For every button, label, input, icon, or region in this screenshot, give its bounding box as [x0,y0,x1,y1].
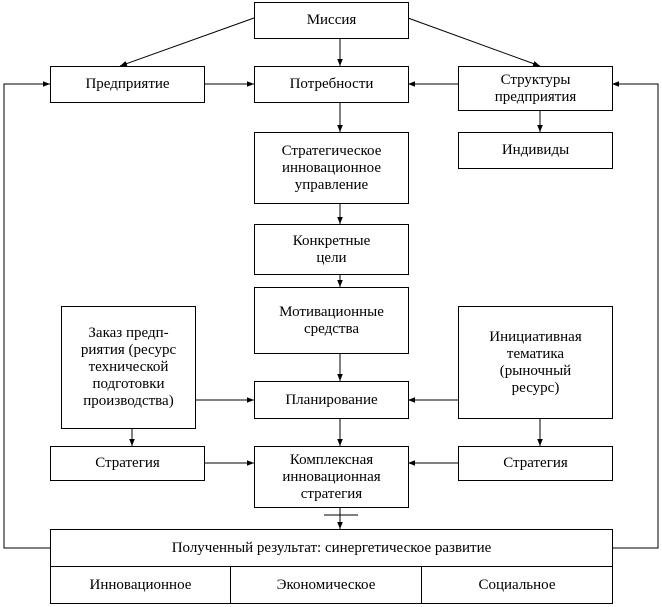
feedback-left [3,81,50,549]
label-enterprise-order: Заказ предп- риятия (ресурс технической … [80,325,177,409]
label-result: Полученный результат: синергетическое ра… [171,539,492,556]
label-complex-strategy: Комплексная инновационная стратегия [282,451,381,502]
box-planning: Планирование [254,381,409,419]
box-social: Социальное [421,566,613,604]
label-enterprise: Предприятие [85,76,170,92]
arrow-mission-structures [407,17,541,67]
box-individuals: Индивиды [458,132,613,169]
arrow-mission-enterprise [119,17,255,67]
label-strategic-management: Стратегическое инновационное управление [281,142,382,193]
label-structures: Структуры предприятия [494,71,577,105]
label-motivational-means: Мотивационные средства [279,303,384,337]
box-result: Полученный результат: синергетическое ра… [50,529,613,567]
label-strategy-left: Стратегия [95,455,160,471]
feedback-right [612,81,659,549]
box-economic: Экономическое [230,566,422,604]
box-needs: Потребности [254,66,409,103]
box-motivational-means: Мотивационные средства [254,287,409,354]
label-economic: Экономическое [276,576,376,593]
box-strategic-management: Стратегическое инновационное управление [254,132,409,204]
label-initiative-topics: Инициативная тематика (рыночный ресурс) [489,328,582,396]
box-complex-strategy: Комплексная инновационная стратегия [254,446,409,508]
box-enterprise: Предприятие [50,66,205,103]
box-structures: Структуры предприятия [458,66,613,111]
box-strategy-left: Стратегия [50,446,205,481]
box-initiative-topics: Инициативная тематика (рыночный ресурс) [458,306,613,419]
box-mission: Миссия [254,2,409,39]
label-needs: Потребности [289,76,374,92]
label-innovative: Инновационное [89,576,192,593]
label-planning: Планирование [285,391,378,408]
box-specific-goals: Конкретные цели [254,224,409,275]
label-mission: Миссия [306,12,357,28]
label-strategy-right: Стратегия [503,455,568,471]
box-strategy-right: Стратегия [458,446,613,481]
label-social: Социальное [478,576,556,593]
label-specific-goals: Конкретные цели [292,232,371,266]
box-innovative: Инновационное [50,566,231,604]
box-enterprise-order: Заказ предп- риятия (ресурс технической … [61,306,196,429]
label-individuals: Индивиды [501,142,570,158]
